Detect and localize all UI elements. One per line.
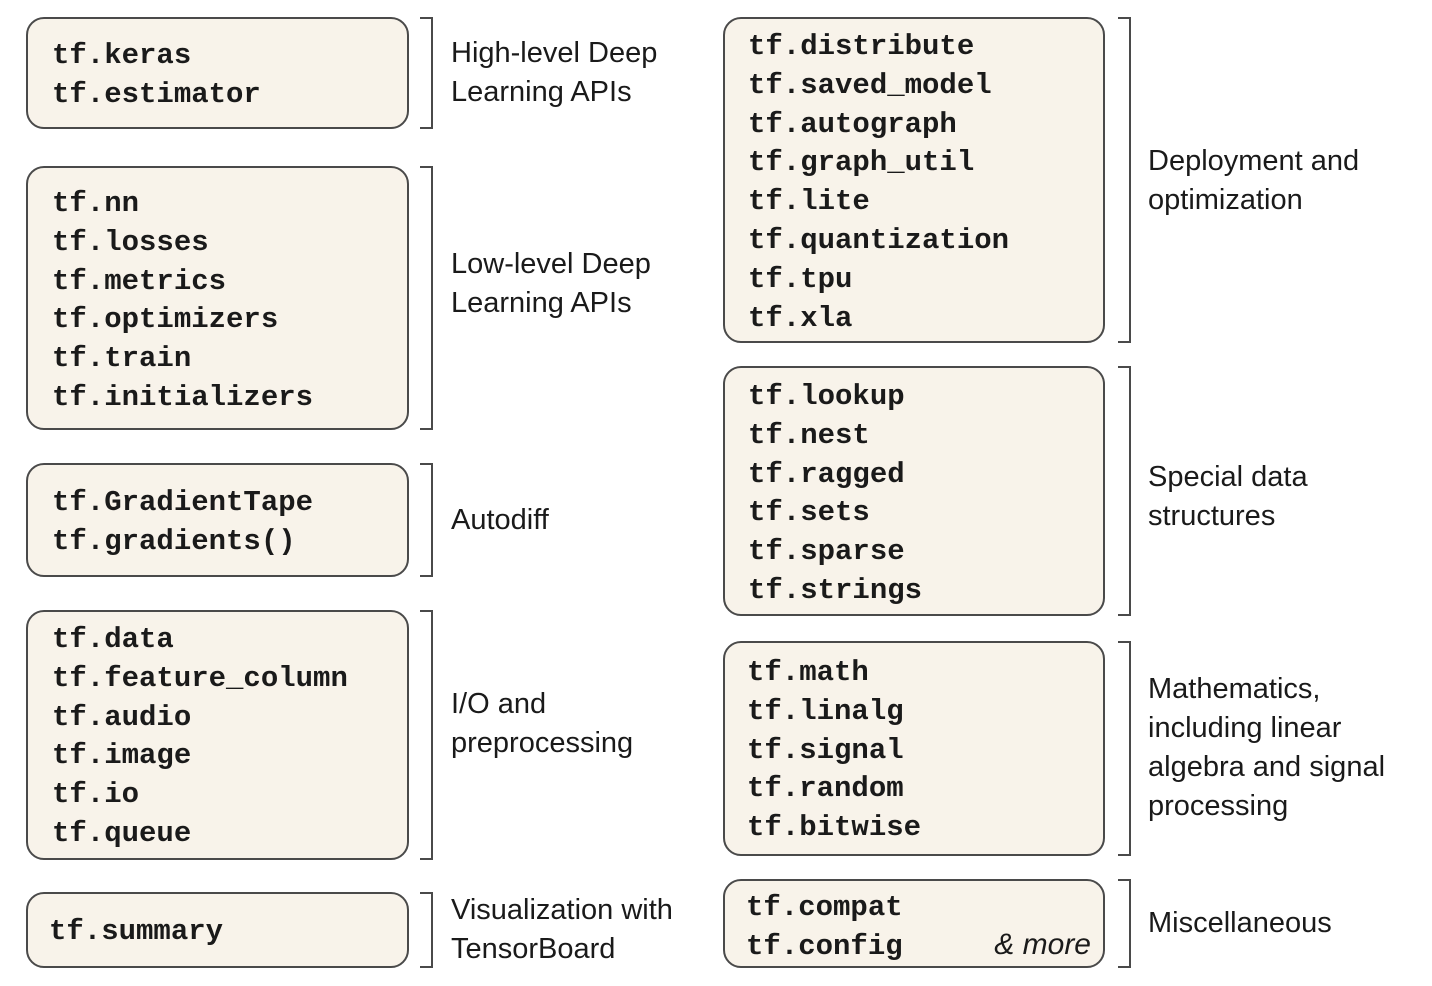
module-list: tf.compat tf.config xyxy=(746,889,903,967)
label-line: processing xyxy=(1148,790,1289,822)
module-item: tf.saved_model xyxy=(748,68,992,102)
module-item: tf.math xyxy=(747,656,869,689)
module-box-misc: tf.compat tf.config & more xyxy=(723,879,1105,968)
more-note: & more xyxy=(994,928,1091,961)
label-line: Special data xyxy=(1148,461,1308,493)
group-label-high-level: High-level Deep Learning APIs xyxy=(451,17,657,129)
group-bracket xyxy=(420,17,433,129)
group-label-data-structures: Special data structures xyxy=(1148,458,1308,536)
label-line: Autodiff xyxy=(451,503,549,536)
module-item: tf.image xyxy=(52,739,192,773)
module-box-io: tf.data tf.feature_column tf.audio tf.im… xyxy=(26,610,409,860)
module-list: tf.data tf.feature_column tf.audio tf.im… xyxy=(52,621,348,854)
group-bracket xyxy=(420,610,433,860)
group-bracket xyxy=(1118,17,1131,343)
module-item: tf.random xyxy=(747,772,904,806)
group-label-misc: Miscellaneous xyxy=(1148,879,1332,968)
module-list: tf.lookup tf.nest tf.ragged tf.sets tf.s… xyxy=(748,378,922,611)
module-list: tf.nn tf.losses tf.metrics tf.optimizers… xyxy=(52,185,313,418)
module-item: tf.strings xyxy=(748,573,923,607)
module-item: tf.compat xyxy=(746,891,903,924)
label-line: I/O and xyxy=(451,688,547,720)
module-item: tf.autograph xyxy=(748,107,957,141)
module-item: tf.sets xyxy=(748,496,870,530)
module-box-deployment: tf.distribute tf.saved_model tf.autograp… xyxy=(723,17,1105,343)
label-line: preprocessing xyxy=(451,727,634,759)
module-item: tf.ragged xyxy=(748,457,905,491)
module-item: tf.io xyxy=(52,778,140,812)
group-bracket xyxy=(1118,366,1131,616)
label-line: Low-level Deep xyxy=(451,248,651,280)
module-list: tf.summary xyxy=(49,913,223,952)
module-item: tf.config xyxy=(746,929,903,963)
module-box-low-level: tf.nn tf.losses tf.metrics tf.optimizers… xyxy=(26,166,409,430)
label-line: Deployment and xyxy=(1148,145,1360,177)
module-item: tf.losses xyxy=(52,225,209,259)
label-line: optimization xyxy=(1148,184,1303,216)
module-item: tf.audio xyxy=(52,700,192,734)
group-bracket xyxy=(1118,641,1131,856)
module-item: tf.GradientTape xyxy=(52,486,314,519)
module-item: tf.sparse xyxy=(748,535,905,569)
module-box-data-structures: tf.lookup tf.nest tf.ragged tf.sets tf.s… xyxy=(723,366,1105,616)
module-item: tf.initializers xyxy=(52,380,314,414)
group-label-low-level: Low-level Deep Learning APIs xyxy=(451,216,651,352)
label-line: Learning APIs xyxy=(451,76,632,108)
label-line: Miscellaneous xyxy=(1148,907,1332,939)
module-list: tf.GradientTape tf.gradients() xyxy=(52,484,313,562)
module-item: tf.optimizers xyxy=(52,303,279,337)
module-item: tf.queue xyxy=(52,816,192,850)
label-line: structures xyxy=(1148,500,1276,532)
module-item: tf.signal xyxy=(747,733,904,767)
module-item: tf.data xyxy=(52,623,174,656)
group-label-mathematics: Mathematics, including linear algebra an… xyxy=(1148,670,1385,826)
group-bracket xyxy=(420,463,433,577)
module-item: tf.xla xyxy=(748,301,853,335)
module-box-autodiff: tf.GradientTape tf.gradients() xyxy=(26,463,409,577)
module-item: tf.metrics xyxy=(52,264,227,298)
group-bracket xyxy=(420,892,433,968)
label-line: Mathematics, xyxy=(1148,673,1321,705)
module-item: tf.linalg xyxy=(747,694,904,728)
module-item: tf.graph_util xyxy=(748,146,975,180)
module-item: tf.nest xyxy=(748,418,870,452)
module-item: tf.keras xyxy=(52,39,192,72)
module-item: tf.estimator xyxy=(52,77,261,111)
module-item: tf.gradients() xyxy=(52,524,296,558)
group-bracket xyxy=(420,166,433,430)
module-item: tf.bitwise xyxy=(747,811,922,845)
module-list: tf.math tf.linalg tf.signal tf.random tf… xyxy=(747,654,921,848)
module-box-mathematics: tf.math tf.linalg tf.signal tf.random tf… xyxy=(723,641,1105,856)
module-box-visualization: tf.summary xyxy=(26,892,409,968)
module-item: tf.feature_column xyxy=(52,661,348,695)
group-label-visualization: Visualization with TensorBoard xyxy=(451,892,673,968)
module-item: tf.lookup xyxy=(748,380,905,413)
label-line: Learning APIs xyxy=(451,287,632,319)
label-line: TensorBoard xyxy=(451,933,616,965)
module-item: tf.summary xyxy=(49,915,224,948)
group-label-io: I/O and preprocessing xyxy=(451,656,633,792)
module-list: tf.distribute tf.saved_model tf.autograp… xyxy=(748,28,1009,338)
module-item: tf.quantization xyxy=(748,223,1010,257)
group-bracket xyxy=(1118,879,1131,968)
label-line: High-level Deep xyxy=(451,37,658,69)
label-line: including linear xyxy=(1148,712,1342,744)
module-item: tf.tpu xyxy=(748,262,853,296)
label-line: algebra and signal xyxy=(1148,751,1386,783)
module-item: tf.nn xyxy=(52,187,140,220)
module-item: tf.train xyxy=(52,342,192,376)
module-list: tf.keras tf.estimator xyxy=(52,37,261,115)
module-box-high-level: tf.keras tf.estimator xyxy=(26,17,409,129)
module-item: tf.distribute xyxy=(748,30,975,63)
label-line: Visualization with xyxy=(451,894,673,926)
group-label-autodiff: Autodiff xyxy=(451,463,549,577)
group-label-deployment: Deployment and optimization xyxy=(1148,142,1359,220)
module-item: tf.lite xyxy=(748,185,870,219)
